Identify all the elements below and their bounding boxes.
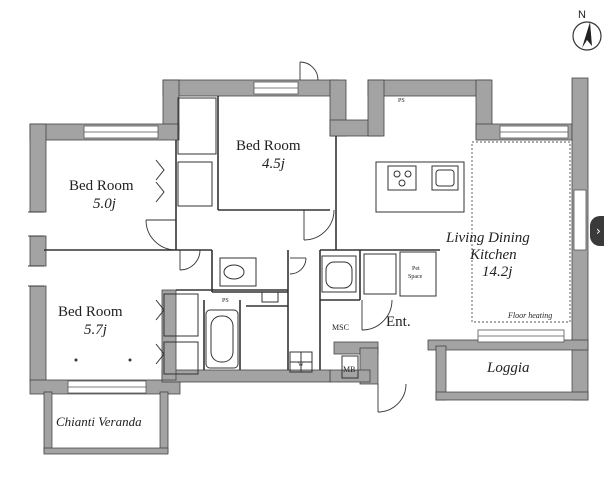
entrance-label: Ent. <box>386 314 411 330</box>
bed-room-west-label: Bed Room <box>69 178 134 194</box>
bed-room-west-size: 5.0j <box>93 196 116 212</box>
kitchen-island <box>375 161 465 213</box>
ldk-label-line1: Living Dining <box>445 230 530 246</box>
bed-room-north-label: Bed Room <box>236 138 301 154</box>
bed-room-north-size: 4.5j <box>262 156 285 172</box>
ldk-size: 14.2j <box>482 264 512 280</box>
windows <box>67 81 587 394</box>
veranda-label: Chianti Veranda <box>56 414 142 429</box>
mb-label: MB <box>343 365 355 374</box>
msc-label: MSC <box>332 323 349 332</box>
ceiling-dots <box>74 358 132 362</box>
loggia-label: Loggia <box>486 360 530 376</box>
ldk-label-line2: Kitchen <box>469 247 517 263</box>
veranda-area <box>51 393 161 449</box>
washer-label: W <box>298 362 304 368</box>
chevron-right-icon: › <box>596 224 601 238</box>
bed-room-south-size: 5.7j <box>84 322 107 338</box>
loggia-area <box>445 349 573 393</box>
fixtures <box>205 251 437 379</box>
compass-arrow-icon <box>582 22 592 48</box>
floor-heating-label: Floor heating <box>507 311 552 320</box>
closets <box>155 97 217 375</box>
floor-heating-area <box>471 141 571 323</box>
bed-room-south-label: Bed Room <box>58 304 123 320</box>
ps-bath-label: PS <box>222 298 229 304</box>
compass-north-label: N <box>578 9 586 21</box>
pet-space-label-line2: Space <box>408 274 423 280</box>
pet-space-label-line1: Pet <box>412 266 420 272</box>
interior-walls <box>44 96 440 370</box>
doors <box>28 61 407 413</box>
compass: N <box>572 9 602 51</box>
ps-top-label: PS <box>398 98 405 104</box>
next-page-button[interactable]: › <box>590 216 604 246</box>
compass-circle <box>572 21 602 51</box>
